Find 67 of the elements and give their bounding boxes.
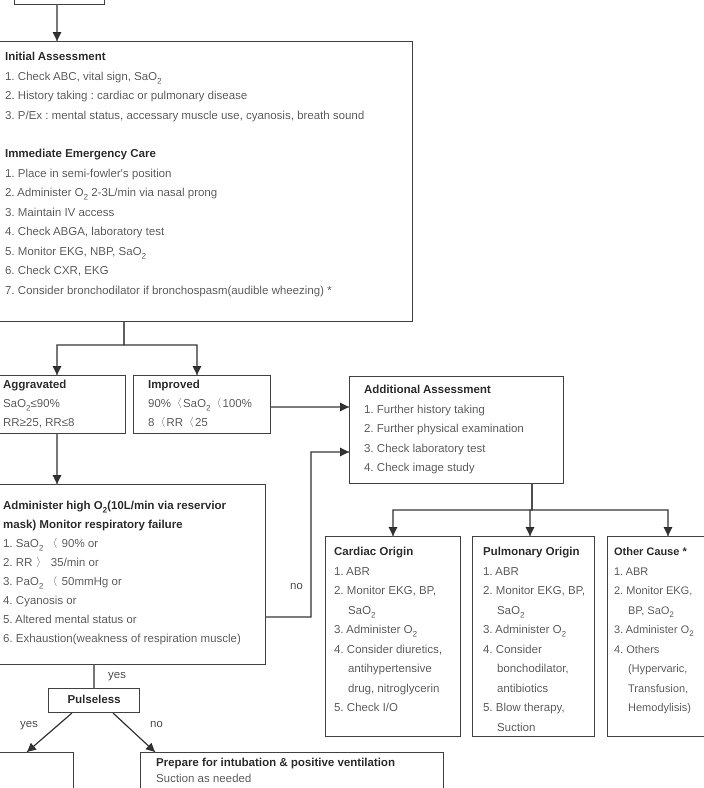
list-item: 3. Maintain IV access [5, 206, 116, 220]
process-box [607, 536, 704, 737]
box-heading: Aggravated [3, 378, 68, 393]
list-item: 4. Consider bonchodilator, antibiotics [483, 642, 570, 696]
list-item: 2. Monitor EKG, BP, SaO$_{2}$ [334, 584, 438, 621]
arrow [52, 5, 62, 41]
box-heading: Cardiac Origin [334, 545, 414, 560]
list-item: 4. Cyanosis or [3, 594, 78, 609]
list-item: 4. Check ABGA, laboratory test [5, 225, 166, 240]
list-item: 1. ABR [334, 564, 371, 580]
list-item: 1. Place in semi-fowler's position [5, 166, 172, 182]
box-heading: Improved [148, 378, 201, 393]
arrow [26, 712, 72, 752]
arrow [123, 322, 202, 375]
box-heading: Administer high O$_{2}$(10L/min via reservior mask) Monitor respiratory failure [3, 499, 228, 533]
box-heading: Other Cause * [614, 545, 688, 560]
list-item: 2. Further physical examination [364, 422, 525, 437]
list-item: 2. Monitor EKG, BP, SaO$_{2}$ [614, 584, 694, 621]
list-item: 5. Monitor EKG, NBP, SaO$_{2}$ [5, 244, 148, 262]
list-item: 3. Check laboratory test [364, 442, 486, 456]
box-heading: Pulseless [66, 693, 122, 708]
process-box [0, 41, 413, 322]
process-box [0, 375, 126, 434]
list-item: 2. Administer O$_{2}$ 2-3L/min via nasal prong [5, 186, 218, 204]
process-box [472, 536, 595, 737]
list-item: SaO$_{2}$≤90% [3, 397, 61, 414]
list-item: 3. Administer O$_{2}$ [334, 623, 418, 640]
list-item: RR≥25, RR≤8 [3, 416, 76, 431]
list-item: 3. PaO$_{2}$ 〈 50mmHg or [3, 574, 123, 592]
list-item: 7. Consider bronchodilator if bronchospasm(audible wheezing) * [5, 284, 333, 298]
list-item: 1. Further history taking [364, 402, 486, 418]
list-item: 1. ABR [614, 564, 650, 580]
list-item: 5. Altered mental status or [3, 613, 138, 628]
arrow [271, 402, 349, 412]
arrow [531, 484, 672, 536]
list-item: 8〈RR〈25 [148, 416, 209, 431]
process-box [325, 536, 461, 737]
list-item: Suction as needed [156, 772, 252, 787]
list-item: 1. Check ABC, vital sign, SaO$_{2}$ [5, 70, 163, 87]
decision-box [48, 688, 140, 713]
process-box [133, 375, 271, 434]
arrow [112, 712, 156, 752]
list-item: 6. Exhaustion(weakness of respiration muscle) [3, 632, 242, 647]
list-item: 3. Administer O$_{2}$ [483, 623, 568, 640]
box-heading: Additional Assessment [364, 383, 492, 398]
box-heading: Initial Assessment [5, 50, 107, 65]
process-box [349, 376, 564, 484]
arrow [266, 448, 349, 618]
list-item: 1. SaO$_{2}$ 〈 90% or [3, 536, 100, 554]
list-item: 1. ABR [483, 564, 520, 580]
list-item: 90%〈SaO$_{2}$〈100% [148, 396, 253, 414]
box-heading: Pulmonary Origin [483, 545, 580, 560]
arrow [52, 434, 62, 484]
box-heading: Prepare for intubation & positive ventilation [156, 756, 396, 771]
list-item: 5. Blow therapy, Suction [483, 701, 566, 736]
list-item: 4. Consider diuretics, antihypertensive drug, nitroglycerin [334, 642, 444, 696]
list-item: 3. Administer O$_{2}$ [614, 623, 695, 640]
list-item: 2. History taking : cardiac or pulmonary disease [5, 89, 248, 104]
list-item: 6. Check CXR, EKG [5, 264, 110, 279]
list-item: 4. Others (Hypervaric, Transfusion, Hemodylisis) [614, 642, 692, 716]
list-item: 5. Check I/O [334, 701, 399, 716]
list-item: 2. Monitor EKG, BP, SaO$_{2}$ [483, 584, 586, 621]
box-heading: Immediate Emergency Care [5, 147, 157, 162]
list-item: 3. P/Ex : mental status, accessary muscle use, cyanosis, breath sound [5, 108, 366, 124]
list-item: 2. RR 〉 35/min or [3, 556, 100, 571]
list-item: 4. Check image study [364, 461, 476, 476]
process-box [0, 484, 266, 665]
